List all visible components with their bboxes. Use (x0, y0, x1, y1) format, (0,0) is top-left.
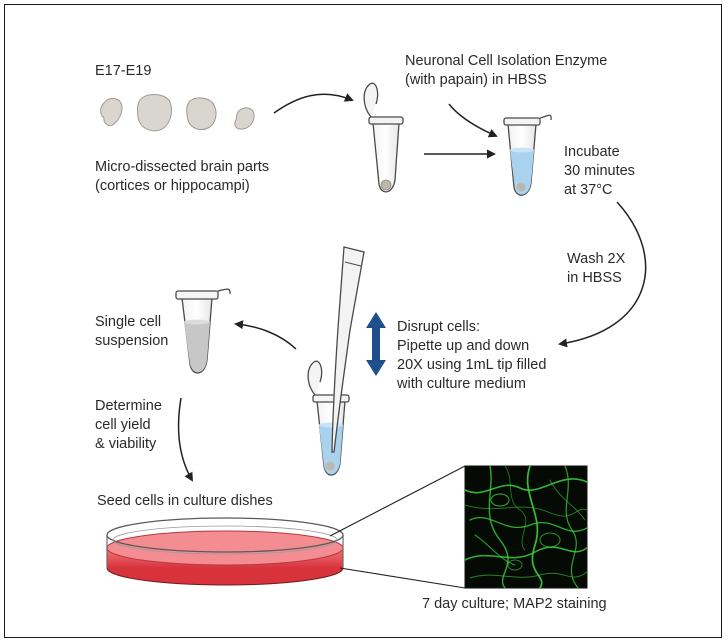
map2-staining-image (464, 465, 588, 589)
callout-line-top (329, 465, 466, 537)
culture-medium (106, 530, 344, 566)
arrow-to-dish (177, 397, 194, 482)
single-cell-line-2: suspension (95, 333, 169, 349)
cell-yield-label: Determine cell yield & viability (95, 397, 162, 454)
single-cell-label: Single cell suspension (95, 313, 168, 351)
callout-line-bottom (339, 567, 466, 589)
tube-with-tissue (363, 82, 404, 193)
cell-yield-line-1: Determine (95, 398, 162, 414)
arrow-tissue-to-tube (273, 93, 354, 114)
incubate-line-2: 30 minutes (564, 163, 635, 179)
cell-yield-line-2: cell yield (95, 417, 151, 433)
disrupt-line-4: with culture medium (397, 376, 526, 392)
brain-tissue-pieces (100, 94, 255, 132)
disrupt-line-3: 20X using 1mL tip filled (397, 357, 547, 373)
incubate-label: Incubate 30 minutes at 37°C (564, 143, 635, 200)
enzyme-line-2: (with papain) in HBSS (405, 72, 547, 88)
disrupt-line-2: Pipette up and down (397, 338, 530, 354)
pipette-tip (331, 246, 365, 453)
age-label: E17-E19 (95, 63, 152, 79)
arrow-wash (558, 201, 647, 348)
pipette-up-down-arrow (366, 312, 386, 376)
brain-parts-line-2: (cortices or hippocampi) (95, 178, 250, 194)
brain-parts-line-1: Micro-dissected brain parts (95, 159, 270, 175)
enzyme-tube (503, 114, 552, 196)
tube-with-pipette (307, 246, 365, 476)
tissue-piece-3 (186, 97, 217, 131)
tissue-pellet (380, 179, 392, 191)
suspension-tube (175, 288, 231, 374)
enzyme-solution (510, 150, 534, 195)
enzyme-line-1: Neuronal Cell Isolation Enzyme (405, 53, 608, 69)
seed-cells-label: Seed cells in culture dishes (97, 493, 273, 509)
wash-line-2: in HBSS (567, 270, 622, 286)
culture-caption: 7 day culture; MAP2 staining (422, 596, 607, 612)
petri-dish (106, 517, 344, 586)
cell-yield-line-3: & viability (95, 436, 157, 452)
incubate-line-1: Incubate (564, 144, 620, 160)
arrow-enzyme-to-tube (448, 103, 498, 138)
single-cell-line-1: Single cell (95, 314, 162, 330)
arrow-to-suspension (234, 320, 297, 350)
suspension-fluid (184, 322, 210, 373)
wash-label: Wash 2X in HBSS (567, 250, 625, 288)
tissue-piece-1 (100, 98, 123, 127)
disrupt-label: Disrupt cells: Pipette up and down 20X u… (397, 318, 546, 394)
brain-parts-label: Micro-dissected brain parts (cortices or… (95, 158, 269, 196)
tissue-piece-2 (137, 94, 173, 132)
tissue-piece-4 (234, 107, 255, 130)
culture-medium-fluid (319, 425, 343, 475)
wash-line-1: Wash 2X (567, 251, 626, 267)
enzyme-label: Neuronal Cell Isolation Enzyme (with pap… (405, 52, 607, 90)
disrupt-line-1: Disrupt cells: (397, 319, 480, 335)
incubate-line-3: at 37°C (564, 182, 613, 198)
workflow-arrows (177, 93, 647, 482)
figure-border (4, 4, 722, 638)
